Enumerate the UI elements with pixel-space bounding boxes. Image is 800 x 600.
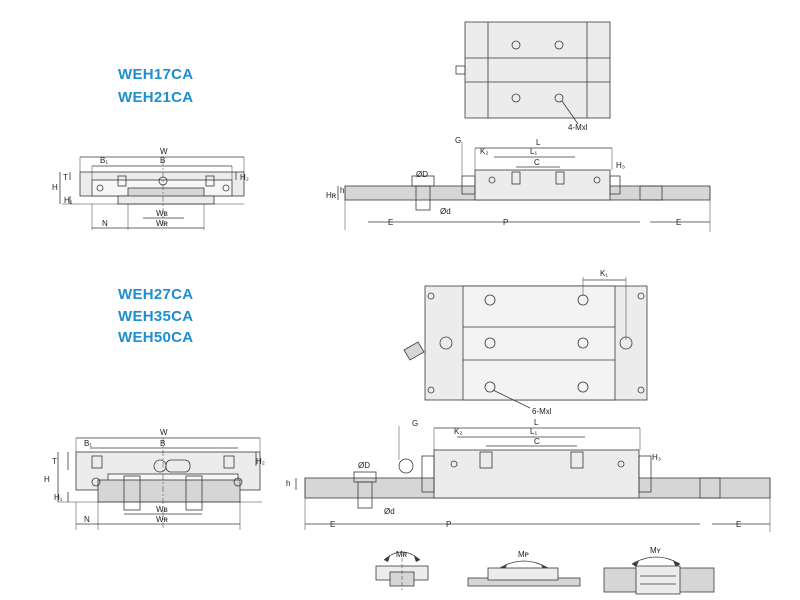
moment-mr-diagram [375,551,429,590]
top-side-dim-K2: K₂ [480,147,488,156]
bottom-front-dim-B1: B₁ [84,439,92,448]
top-side-dim-L: L [536,138,541,147]
top-front-dim-W: W [160,147,168,156]
moment-mp-label: Mᴘ [518,550,529,559]
bottom-front-view [57,437,262,530]
top-front-dim-T: T [63,173,68,182]
bottom-side-dim-L: L [534,418,539,427]
bottom-front-dim-WB: Wʙ [156,505,168,514]
moment-my-diagram [603,556,715,595]
bottom-side-dim-L1: L₁ [530,427,537,436]
top-front-dim-WR: Wʀ [156,219,169,228]
top-side-dim-L1: L₁ [530,147,537,156]
top-side-dim-G: G [455,136,461,145]
bottom-side-dim-G: G [412,419,418,428]
bottom-front-dim-H: H [44,475,50,484]
top-plan-view [455,21,611,125]
bottom-side-dim-P: P [446,520,451,529]
bottom-plan-callout: 6-Mxl [532,407,552,416]
top-side-dim-D: ØD [416,170,428,179]
bottom-side-dim-E-left: E [330,520,335,529]
bottom-side-dim-D: ØD [358,461,370,470]
bottom-front-dim-T: T [52,457,57,466]
model-label-weh35ca: WEH35CA [118,308,194,325]
top-side-dim-H3: H₃ [616,161,625,170]
top-front-dim-B: B [160,156,165,165]
bottom-front-dim-H2: H₂ [256,457,265,466]
bottom-side-dim-h: h [286,479,290,488]
top-front-dim-WB: Wʙ [156,209,168,218]
top-side-dim-E-right: E [676,218,681,227]
bottom-front-dim-B: B [160,439,165,448]
top-side-dim-P: P [503,218,508,227]
bottom-front-dim-WR: Wʀ [156,515,169,524]
bottom-side-dim-d: Ød [384,507,395,516]
top-front-view [59,156,245,230]
bottom-plan-dim-K1: K₁ [600,269,608,278]
model-label-weh27ca: WEH27CA [118,286,194,303]
model-label-weh21ca: WEH21CA [118,89,194,106]
moment-mr-label: Mʀ [396,550,408,559]
top-front-dim-H1: H₁ [64,196,73,205]
bottom-side-dim-H3: H₃ [652,453,661,462]
bottom-side-dim-E-right: E [736,520,741,529]
top-side-view [337,142,711,232]
moment-mp-diagram [467,560,581,587]
top-side-dim-C: C [534,158,540,167]
top-front-dim-H2: H₂ [240,173,249,182]
top-side-dim-d: Ød [440,207,451,216]
model-label-weh17ca: WEH17CA [118,66,194,83]
top-front-dim-B1: B₁ [100,156,108,165]
top-front-dim-N: N [102,219,108,228]
bottom-side-dim-K2: K₂ [454,427,462,436]
top-side-dim-HR: Hʀ [326,191,337,200]
bottom-side-view [295,426,771,532]
bottom-side-dim-C: C [534,437,540,446]
bottom-plan-view [403,277,648,409]
model-label-weh50ca: WEH50CA [118,329,194,346]
bottom-front-dim-W: W [160,428,168,437]
bottom-front-dim-N: N [84,515,90,524]
top-side-dim-E-left: E [388,218,393,227]
top-side-dim-h: h [340,186,344,195]
moment-my-label: Mʏ [650,546,662,555]
bottom-front-dim-H1: H₁ [54,493,63,502]
top-front-dim-H: H [52,183,58,192]
top-plan-callout: 4-Mxl [568,123,588,132]
